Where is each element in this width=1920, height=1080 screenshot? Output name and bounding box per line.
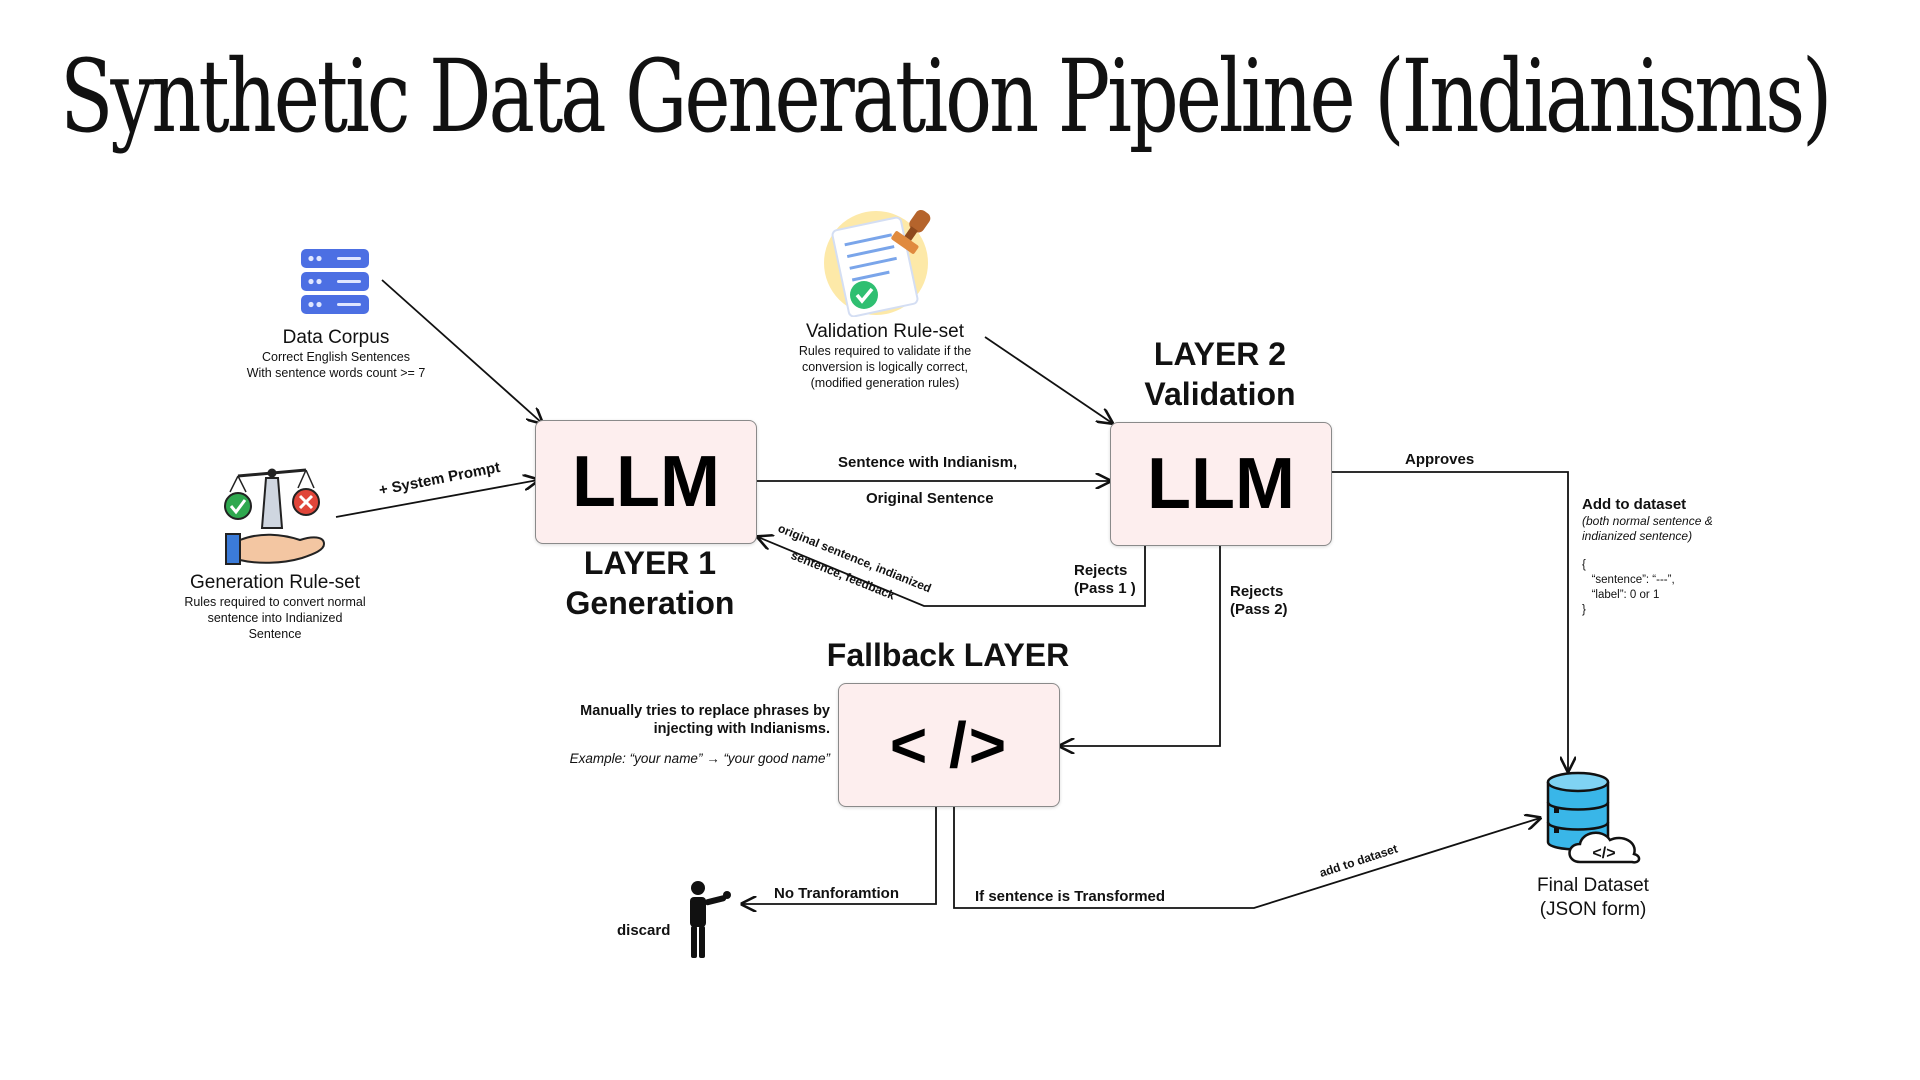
- json-example-line: “sentence”: “---”,: [1582, 574, 1675, 586]
- arrow-validation-to-llm2: [984, 336, 1112, 423]
- database-cloud-icon: </>: [1546, 771, 1641, 864]
- edge-label-forward: Original Sentence: [866, 490, 994, 507]
- page-title: Synthetic Data Generation Pipeline (Indi…: [60, 38, 1832, 155]
- edge-label-no-transformation: No Tranforamtion: [774, 885, 900, 902]
- layer2-heading-line: Validation: [1144, 376, 1296, 412]
- fallback-heading: Fallback LAYER: [826, 637, 1070, 673]
- validation-ruleset-node: Validation Rule-set Rules required to va…: [765, 321, 1005, 391]
- rejects-pass1-line: (Pass 1 ): [1074, 580, 1136, 597]
- final-dataset-line: (JSON form): [1539, 899, 1647, 920]
- final-dataset-line: Final Dataset: [1537, 875, 1649, 896]
- edge-label-approves: Approves: [1405, 451, 1475, 468]
- server-stack-icon: [301, 249, 369, 314]
- add-to-dataset-note-line: (both normal sentence &: [1582, 514, 1713, 528]
- rejects-pass1-line: Rejects: [1074, 562, 1128, 579]
- fallback-code-box: < />: [838, 683, 1060, 807]
- validation-ruleset-desc-line: (modified generation rules): [810, 376, 960, 390]
- json-example-line: “label”: 0 or 1: [1582, 589, 1660, 601]
- discard-person-icon: [690, 881, 731, 958]
- svg-text:</>: </>: [1592, 845, 1615, 862]
- fallback-desc-line: injecting with Indianisms.: [653, 721, 830, 737]
- balance-scale-hand-icon: [224, 468, 326, 565]
- arrow-llm2-approves: [1330, 471, 1568, 771]
- fallback-desc: Manually tries to replace phrases by inj…: [480, 702, 830, 768]
- arrow-fallback-no-transform: [742, 806, 937, 904]
- generation-ruleset-title: Generation Rule-set: [189, 572, 361, 593]
- data-corpus-node: Data Corpus Correct English Sentences Wi…: [216, 327, 456, 381]
- fallback-desc-line: Manually tries to replace phrases by: [580, 703, 830, 719]
- add-to-dataset-note: Add to dataset (both normal sentence & i…: [1582, 496, 1782, 618]
- arrow-llm2-rejects-pass2: [1060, 545, 1221, 746]
- edge-label-rejects-pass1: Rejects (Pass 1 ): [1074, 562, 1136, 598]
- generation-ruleset-desc-line: Rules required to convert normal: [184, 595, 366, 609]
- layer2-llm-box: LLM: [1110, 422, 1332, 546]
- validation-ruleset-desc-line: Rules required to validate if the: [798, 344, 972, 358]
- arrow-fallback-transformed: [953, 806, 1540, 909]
- data-corpus-desc-line: With sentence words count >= 7: [246, 366, 426, 380]
- document-stamp-icon: [824, 209, 931, 317]
- discard-label: discard: [617, 922, 671, 939]
- layer1-heading-line: Generation: [565, 585, 735, 621]
- layer2-heading-line: LAYER 2: [1153, 336, 1287, 372]
- edge-label-transformed: If sentence is Transformed: [975, 888, 1166, 905]
- data-corpus-title: Data Corpus: [282, 327, 390, 348]
- validation-ruleset-title: Validation Rule-set: [805, 321, 965, 342]
- layer2-heading: LAYER 2 Validation: [1100, 334, 1340, 414]
- add-to-dataset-title: Add to dataset: [1582, 496, 1687, 513]
- fallback-example: Example: “your name” → “your good name”: [569, 751, 830, 766]
- generation-ruleset-node: Generation Rule-set Rules required to co…: [160, 572, 390, 642]
- data-corpus-desc-line: Correct English Sentences: [262, 350, 410, 364]
- layer1-heading-line: LAYER 1: [583, 545, 717, 581]
- arrow-ruleset-to-llm1: [335, 480, 538, 518]
- json-example-line: {: [1582, 559, 1586, 571]
- generation-ruleset-desc-line: sentence into Indianized: [207, 611, 343, 625]
- layer1-heading: LAYER 1 Generation: [530, 543, 770, 623]
- layer1-llm-box: LLM: [535, 420, 757, 544]
- edge-label-rejects-pass2: Rejects (Pass 2): [1230, 583, 1288, 619]
- arrow-corpus-to-llm1: [381, 279, 542, 423]
- validation-ruleset-desc-line: conversion is logically correct,: [801, 360, 969, 374]
- rejects-pass2-line: (Pass 2): [1230, 601, 1288, 618]
- generation-ruleset-desc-line: Sentence: [248, 627, 302, 641]
- edge-label-forward: Sentence with Indianism,: [838, 454, 1018, 471]
- arrow-llm2-rejects-pass1: [758, 537, 1146, 607]
- final-dataset-label: Final Dataset (JSON form): [1508, 874, 1678, 922]
- add-to-dataset-note-line: indianized sentence): [1582, 529, 1693, 543]
- rejects-pass2-line: Rejects: [1230, 583, 1284, 600]
- json-example-line: }: [1582, 604, 1586, 616]
